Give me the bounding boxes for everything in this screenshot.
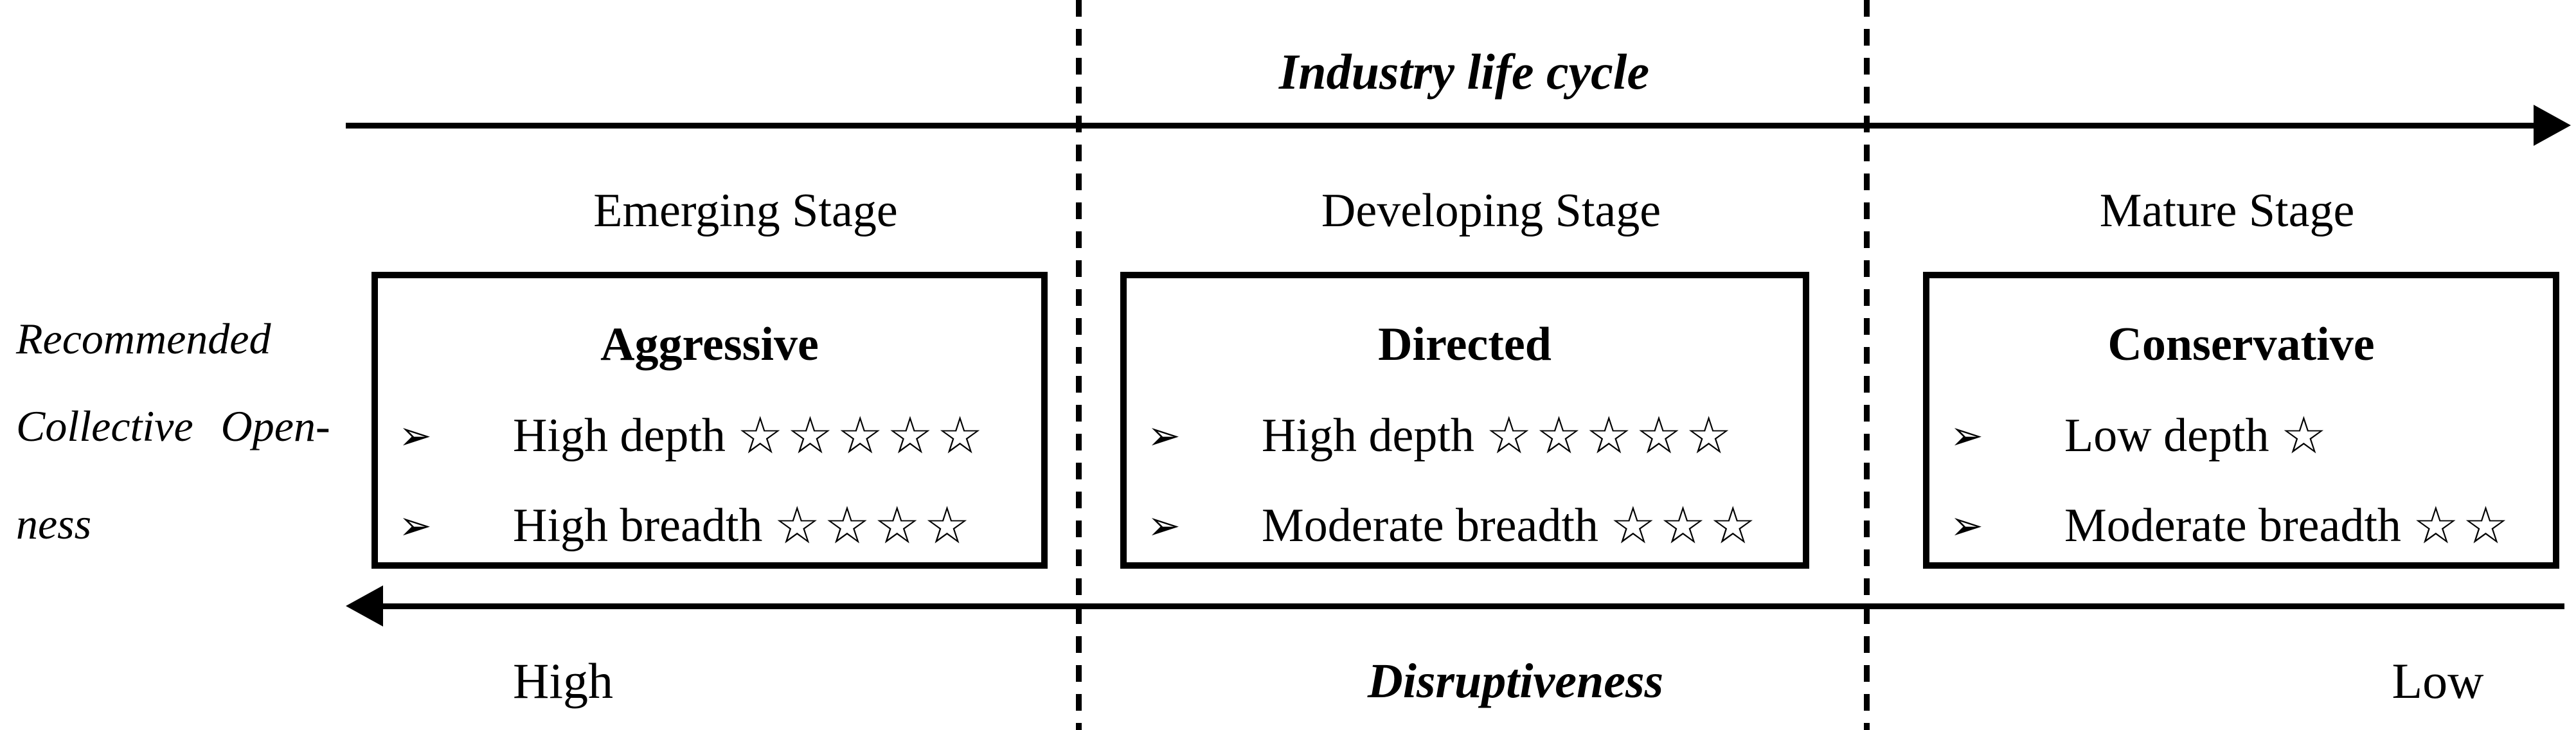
arrow-bullet-icon: ➢ bbox=[1147, 502, 1181, 549]
stage-label-emerging: Emerging Stage bbox=[593, 184, 898, 237]
strategy-title: Directed bbox=[1378, 318, 1552, 371]
disruptiveness-high-label: High bbox=[513, 653, 613, 709]
bullet-item: ➢ Low depth ☆ bbox=[1950, 407, 2546, 465]
bullet-item: ➢ High depth ☆☆☆☆☆ bbox=[398, 407, 1035, 465]
arrow-bullet-icon: ➢ bbox=[1950, 502, 1983, 549]
left-caption-line-1: Recommended bbox=[16, 314, 271, 363]
bullet-text: High breadth bbox=[513, 499, 763, 552]
stage-label-developing: Developing Stage bbox=[1321, 184, 1661, 237]
disruptiveness-axis-line bbox=[379, 603, 2564, 609]
star-rating: ☆☆☆☆☆ bbox=[1485, 405, 1736, 465]
disruptiveness-low-label: Low bbox=[2392, 653, 2484, 709]
star-rating: ☆ bbox=[2280, 405, 2331, 465]
bullet-text: Moderate breadth bbox=[1262, 499, 1598, 552]
bullet-text: High depth bbox=[1262, 409, 1474, 462]
left-caption-line-3: ness bbox=[16, 499, 92, 548]
disruptiveness-axis-title: Disruptiveness bbox=[1367, 654, 1664, 708]
star-rating: ☆☆ bbox=[2412, 495, 2513, 555]
industry-life-cycle-axis-line bbox=[346, 123, 2537, 129]
arrow-bullet-icon: ➢ bbox=[398, 412, 432, 459]
bullet-text: Low depth bbox=[2064, 409, 2269, 462]
bullet-item: ➢ High breadth ☆☆☆☆ bbox=[398, 497, 1035, 555]
strategy-title: Conservative bbox=[2107, 318, 2375, 371]
arrow-bullet-icon: ➢ bbox=[398, 502, 432, 549]
left-caption-line-2: Collective Open- bbox=[16, 402, 330, 450]
arrow-bullet-icon: ➢ bbox=[1950, 412, 1983, 459]
stage-divider-1 bbox=[1076, 0, 1082, 730]
bullet-item: ➢ Moderate breadth ☆☆☆ bbox=[1147, 497, 1796, 555]
strategy-box-conservative: Conservative ➢ Low depth ☆ ➢ Moderate br… bbox=[1923, 272, 2559, 569]
star-rating: ☆☆☆ bbox=[1609, 495, 1760, 555]
bullet-text: Moderate breadth bbox=[2064, 499, 2401, 552]
arrow-bullet-icon: ➢ bbox=[1147, 412, 1181, 459]
strategy-box-directed: Directed ➢ High depth ☆☆☆☆☆ ➢ Moderate b… bbox=[1120, 272, 1809, 569]
star-rating: ☆☆☆☆ bbox=[774, 495, 974, 555]
bullet-text: High depth bbox=[513, 409, 726, 462]
stage-divider-2 bbox=[1864, 0, 1870, 730]
bullet-item: ➢ High depth ☆☆☆☆☆ bbox=[1147, 407, 1796, 465]
strategy-box-aggressive: Aggressive ➢ High depth ☆☆☆☆☆ ➢ High bre… bbox=[371, 272, 1048, 569]
industry-life-cycle-title: Industry life cycle bbox=[1278, 44, 1650, 100]
bullet-item: ➢ Moderate breadth ☆☆ bbox=[1950, 497, 2546, 555]
right-arrowhead-icon bbox=[2534, 105, 2571, 146]
strategy-title: Aggressive bbox=[600, 318, 819, 371]
stage-label-mature: Mature Stage bbox=[2099, 184, 2355, 237]
star-rating: ☆☆☆☆☆ bbox=[737, 405, 987, 465]
left-arrowhead-icon bbox=[346, 585, 383, 627]
